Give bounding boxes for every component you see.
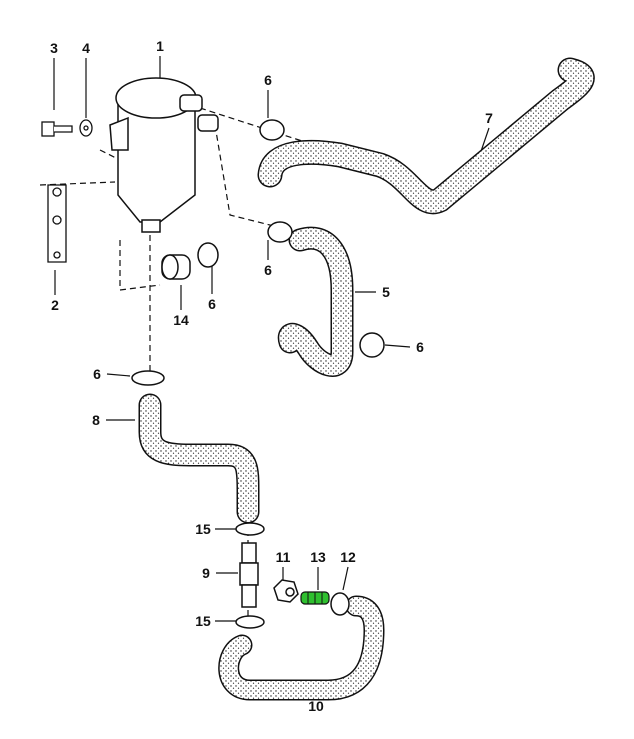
hose-5 [277, 226, 354, 377]
hose-clamp-part-12 [330, 592, 350, 616]
callout-5: 5 [382, 284, 390, 300]
callout-7: 7 [485, 110, 493, 126]
callout-6: 6 [208, 296, 216, 312]
oil-separator-part-1 [109, 77, 219, 233]
callout-15: 15 [195, 521, 211, 537]
hose-8 [138, 393, 260, 524]
connector-part-9 [239, 542, 259, 608]
nut-part-11 [273, 579, 299, 603]
callout-9: 9 [202, 565, 210, 581]
callout-14: 14 [173, 312, 189, 328]
callout-6: 6 [264, 262, 272, 278]
callout-15: 15 [195, 613, 211, 629]
hose-10 [218, 595, 385, 701]
sleeve-part-14 [161, 254, 191, 280]
callout-13: 13 [310, 549, 326, 565]
fitting-part-13-highlighted [300, 591, 330, 605]
bracket-part-2 [47, 184, 67, 263]
callout-8: 8 [92, 412, 100, 428]
washer-part-4 [79, 119, 93, 137]
callout-3: 3 [50, 40, 58, 56]
callout-2: 2 [51, 297, 59, 313]
leader-lines [53, 56, 490, 697]
callout-1: 1 [156, 38, 164, 54]
callout-6: 6 [416, 339, 424, 355]
callout-11: 11 [275, 549, 291, 565]
callout-6: 6 [93, 366, 101, 382]
callout-4: 4 [82, 40, 90, 56]
callout-6: 6 [264, 72, 272, 88]
callout-12: 12 [340, 549, 356, 565]
hose-7 [257, 57, 595, 215]
callout-10: 10 [308, 698, 324, 714]
hose-clamps-15 [235, 522, 265, 629]
bolt-part-3 [41, 121, 73, 137]
hose-clamps-6 [131, 119, 385, 386]
